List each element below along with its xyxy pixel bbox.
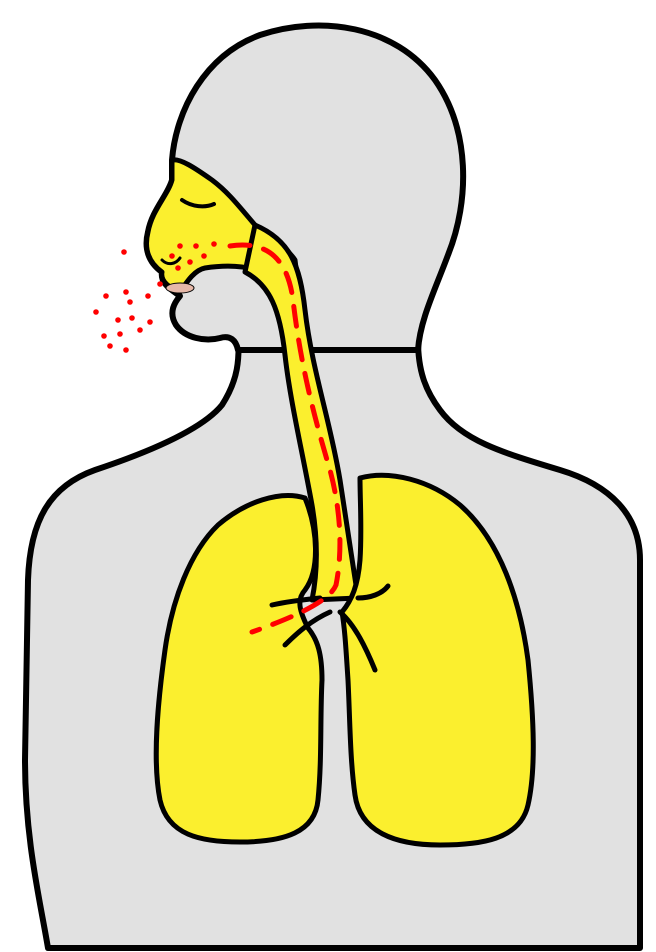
droplet-12 [129,315,135,321]
droplet-2 [193,243,199,249]
droplet-8 [145,293,151,299]
droplet-3 [211,241,217,247]
droplet-13 [147,319,153,325]
droplet-14 [101,333,107,339]
droplet-6 [103,293,109,299]
droplet-15 [117,331,123,337]
lips [166,283,194,293]
droplet-1 [177,243,183,249]
droplet-11 [115,317,121,323]
droplet-19 [93,309,99,315]
droplet-7 [123,289,129,295]
droplet-17 [107,343,113,349]
droplet-9 [157,281,163,287]
droplet-21 [201,253,207,259]
droplet-0 [121,249,127,255]
droplet-5 [187,259,193,265]
droplet-18 [123,347,129,353]
droplet-4 [175,265,181,271]
droplet-10 [127,299,133,305]
droplet-20 [169,253,175,259]
torso-silhouette [25,330,640,948]
droplet-16 [137,327,143,333]
